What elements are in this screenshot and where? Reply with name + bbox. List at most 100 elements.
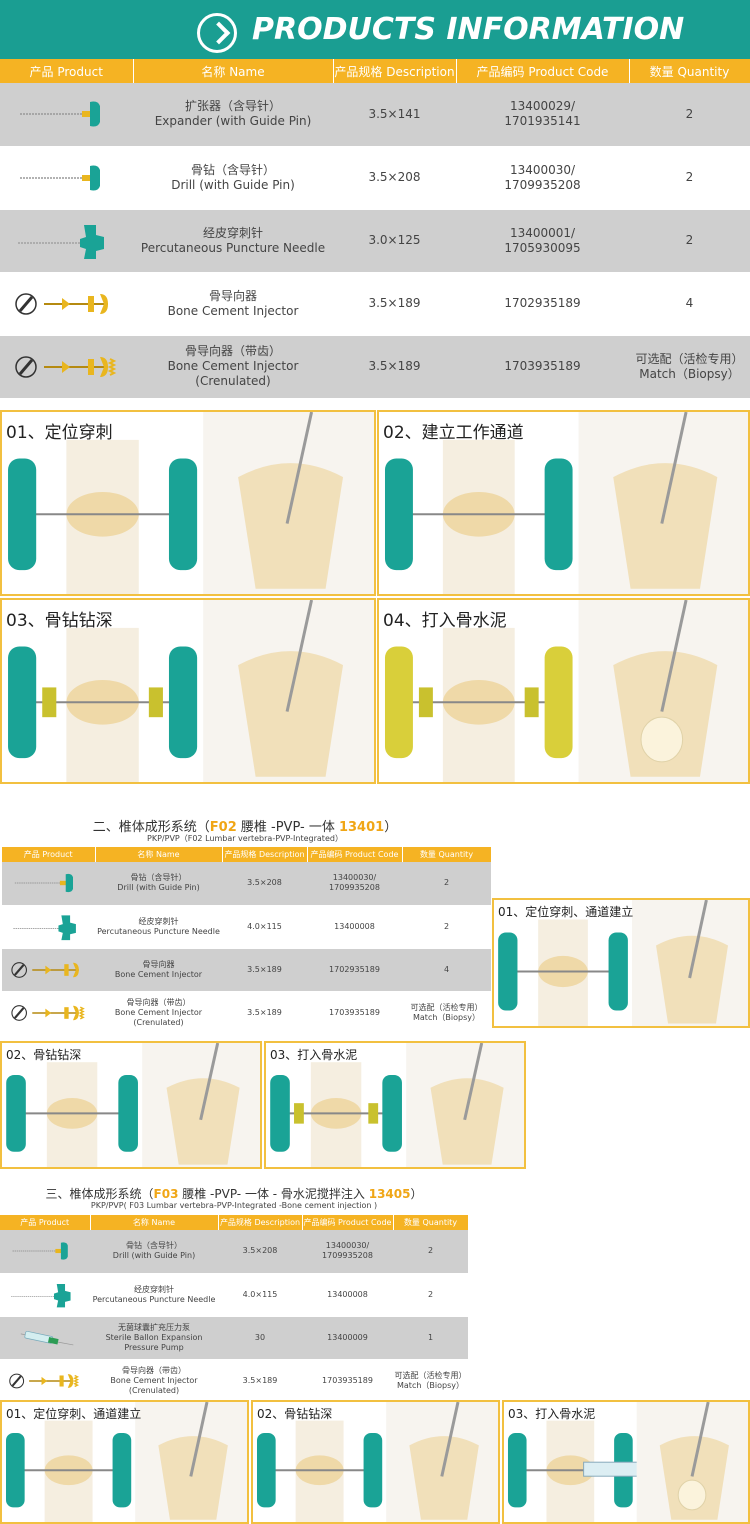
product-name-en: Percutaneous Puncture Needle xyxy=(92,1294,216,1304)
step-title: 03、打入骨水泥 xyxy=(508,1407,596,1421)
cement-injector-crenulated-icon xyxy=(9,1373,80,1388)
product-name-cn: 骨导向器 xyxy=(208,288,257,303)
product-quantity: 4 xyxy=(629,272,750,336)
step-title: 02、骨钻钻深 xyxy=(257,1407,333,1421)
product-name-cell: 骨钻（含导针）Drill (with Guide Pin) xyxy=(95,862,222,906)
product-name-cn: 骨钻（含导针） xyxy=(126,1241,182,1251)
table-row: 扩张器（含导针）Expander (with Guide Pin) 3.5×141… xyxy=(0,83,750,147)
product-code: 1703935189 xyxy=(307,991,402,1035)
cement-injector-crenulated-icon xyxy=(10,1004,85,1021)
product-code: 13400030/ 1709935208 xyxy=(307,862,402,906)
header-description: 产品规格 Description xyxy=(333,59,457,83)
product-spec: 3.5×189 xyxy=(222,948,307,992)
header-code: 产品编码 Product Code xyxy=(307,847,403,862)
section-3-subtitle: PKP/PVP( F03 Lumbar vertebra-PVP-Integra… xyxy=(90,1201,378,1210)
step-title: 02、骨钻钻深 xyxy=(6,1048,82,1062)
product-quantity: 2 xyxy=(402,862,491,906)
table-row: 骨导向器（带齿）Bone Cement Injector (Crenulated… xyxy=(0,1359,468,1403)
product-name-en: Expander (with Guide Pin) xyxy=(154,114,312,129)
page-title: PRODUCTS INFORMATION xyxy=(252,12,685,47)
header-quantity: 数量 Quantity xyxy=(393,1215,469,1230)
product-image xyxy=(0,1359,90,1403)
product-code: 13400001/ 1705930095 xyxy=(456,209,629,273)
product-name-cn: 经皮穿刺针 xyxy=(202,225,263,240)
products-table-2: 产品 Product 名称 Name 产品规格 Description 产品编码… xyxy=(2,847,492,1035)
product-spec: 3.5×189 xyxy=(218,1359,302,1403)
table-row: 骨导向器（带齿）Bone Cement Injector (Crenulated… xyxy=(0,335,750,399)
product-name-cn: 骨钻（含导针） xyxy=(130,873,187,883)
product-quantity: 可选配（活检专用） Match（Biopsy） xyxy=(393,1359,468,1403)
product-name-en: Sterile Ballon Expansion Pressure Pump xyxy=(105,1332,203,1352)
step-2-3: 03、打入骨水泥 xyxy=(264,1041,526,1169)
puncture-needle-icon xyxy=(11,1283,71,1307)
step-title: 03、骨钻钻深 xyxy=(6,611,113,631)
product-name-cn: 无菌球囊扩充压力泵 xyxy=(118,1322,190,1332)
puncture-needle-icon xyxy=(12,914,76,940)
header-product: 产品 Product xyxy=(0,59,134,83)
product-image xyxy=(2,862,95,906)
step-title: 01、定位穿刺、通道建立 xyxy=(6,1407,142,1421)
product-image xyxy=(0,146,133,210)
header-product: 产品 Product xyxy=(0,1215,91,1230)
puncture-needle-icon xyxy=(17,224,104,259)
product-quantity: 2 xyxy=(393,1230,468,1274)
product-quantity: 1 xyxy=(393,1316,468,1360)
product-spec: 3.5×189 xyxy=(222,991,307,1035)
product-spec: 3.5×141 xyxy=(333,83,456,147)
product-quantity: 可选配（活检专用） Match（Biopsy） xyxy=(629,335,750,399)
product-quantity: 4 xyxy=(402,948,491,992)
procedure-illustration xyxy=(8,412,374,594)
cement-injector-icon xyxy=(14,292,108,315)
drill-icon xyxy=(19,165,100,190)
step-3-3: 03、打入骨水泥 xyxy=(502,1400,750,1524)
product-code: 1703935189 xyxy=(302,1359,393,1403)
cement-injector-icon xyxy=(10,961,79,978)
product-name-en: Drill (with Guide Pin) xyxy=(171,177,295,192)
product-code: 13400008 xyxy=(307,905,402,949)
product-name-en: Percutaneous Puncture Needle xyxy=(140,240,326,255)
product-spec: 4.0×115 xyxy=(222,905,307,949)
product-name-cn: 骨导向器（带齿） xyxy=(122,1365,186,1375)
product-spec: 3.5×189 xyxy=(333,272,456,336)
product-image xyxy=(2,948,95,992)
step-2: 02、建立工作通道 xyxy=(377,410,750,596)
product-spec: 4.0×115 xyxy=(218,1273,302,1317)
product-image xyxy=(0,1230,90,1274)
step-title: 01、定位穿刺 xyxy=(6,423,113,443)
product-spec: 3.5×208 xyxy=(333,146,456,210)
product-name-cn: 骨导向器（带齿） xyxy=(126,997,191,1007)
product-name-cell: 骨导向器（带齿）Bone Cement Injector (Crenulated… xyxy=(90,1359,218,1403)
product-spec: 3.0×125 xyxy=(333,209,456,273)
product-image xyxy=(0,272,133,336)
product-code: 1702935189 xyxy=(307,948,402,992)
product-name-en: Bone Cement Injector (Crenulated) xyxy=(114,1007,203,1027)
products-table-3: 产品 Product 名称 Name 产品规格 Description 产品编码… xyxy=(0,1215,469,1403)
product-image xyxy=(2,905,95,949)
product-name-cn: 经皮穿刺针 xyxy=(138,916,179,926)
product-image xyxy=(0,335,133,399)
procedure-illustration xyxy=(498,900,748,1026)
product-name-en: Bone Cement Injector xyxy=(167,303,299,318)
header-code: 产品编码 Product Code xyxy=(302,1215,394,1230)
product-name-en: Drill (with Guide Pin) xyxy=(112,1251,196,1261)
header-name: 名称 Name xyxy=(133,59,334,83)
drill-icon xyxy=(12,1242,68,1260)
procedure-illustration xyxy=(270,1043,524,1167)
product-quantity: 2 xyxy=(629,146,750,210)
step-title: 03、打入骨水泥 xyxy=(270,1048,358,1062)
product-name-cn: 扩张器（含导针） xyxy=(184,99,281,114)
table-row: 骨导向器（带齿）Bone Cement Injector (Crenulated… xyxy=(2,991,491,1035)
product-code: 1702935189 xyxy=(456,272,629,336)
header-product: 产品 Product xyxy=(2,847,96,862)
product-code: 13400008 xyxy=(302,1273,393,1317)
drill-icon xyxy=(14,874,73,893)
product-spec: 3.5×208 xyxy=(222,862,307,906)
product-quantity: 2 xyxy=(402,905,491,949)
